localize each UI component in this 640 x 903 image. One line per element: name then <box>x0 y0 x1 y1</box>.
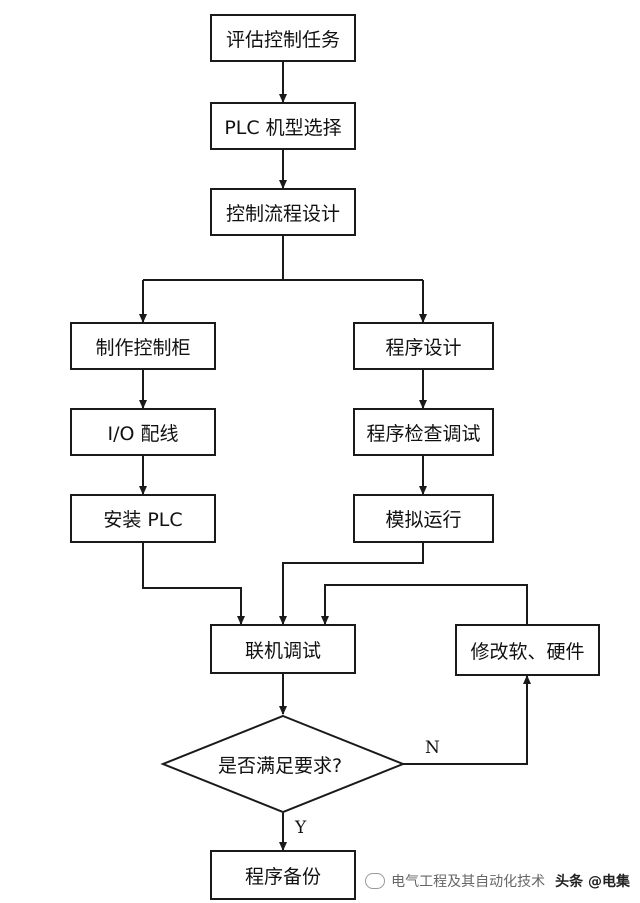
watermark-brand: 头条 @电集 <box>555 874 630 890</box>
edge-install-to-joint <box>142 543 245 625</box>
node-program-check-label: 程序检查调试 <box>366 422 481 445</box>
node-io-wiring-label: I/O 配线 <box>107 422 179 445</box>
edge-simulation-to-joint <box>279 543 424 625</box>
node-program-design-label: 程序设计 <box>385 336 462 359</box>
node-evaluate-task-label: 评估控制任务 <box>225 28 340 51</box>
node-flow-design-label: 控制流程设计 <box>225 202 340 225</box>
node-evaluate-task: 评估控制任务 <box>210 14 356 62</box>
node-program-check: 程序检查调试 <box>353 408 494 456</box>
node-modify: 修改软、硬件 <box>455 624 600 676</box>
node-simulation: 模拟运行 <box>353 494 494 543</box>
edge-label-no: N <box>425 738 440 758</box>
node-modify-label: 修改软、硬件 <box>470 640 585 663</box>
decision-diamond <box>160 714 406 814</box>
node-build-cabinet-label: 制作控制柜 <box>95 336 191 359</box>
edge-label-yes: Y <box>295 818 307 838</box>
node-backup: 程序备份 <box>210 850 356 900</box>
edge-no-to-modify <box>403 675 531 765</box>
node-plc-selection-label: PLC 机型选择 <box>224 116 342 139</box>
node-backup-label: 程序备份 <box>244 865 321 888</box>
node-simulation-label: 模拟运行 <box>385 509 462 531</box>
node-install-plc: 安装 PLC <box>70 494 216 543</box>
node-install-plc-label: 安装 PLC <box>103 509 183 531</box>
wechat-icon <box>365 873 386 889</box>
decision-label: 是否满足要求? <box>217 754 343 777</box>
watermark: 电气工程及其自动化技术 头条 @电集 <box>365 871 630 891</box>
node-plc-selection: PLC 机型选择 <box>210 102 356 150</box>
watermark-source: 电气工程及其自动化技术 <box>391 874 546 890</box>
edge-modify-to-joint <box>321 584 528 625</box>
node-flow-design: 控制流程设计 <box>210 188 356 236</box>
node-program-design: 程序设计 <box>353 322 494 370</box>
node-joint-debug: 联机调试 <box>210 624 356 674</box>
node-build-cabinet: 制作控制柜 <box>70 322 216 370</box>
node-joint-debug-label: 联机调试 <box>244 639 321 662</box>
node-io-wiring: I/O 配线 <box>70 408 216 456</box>
